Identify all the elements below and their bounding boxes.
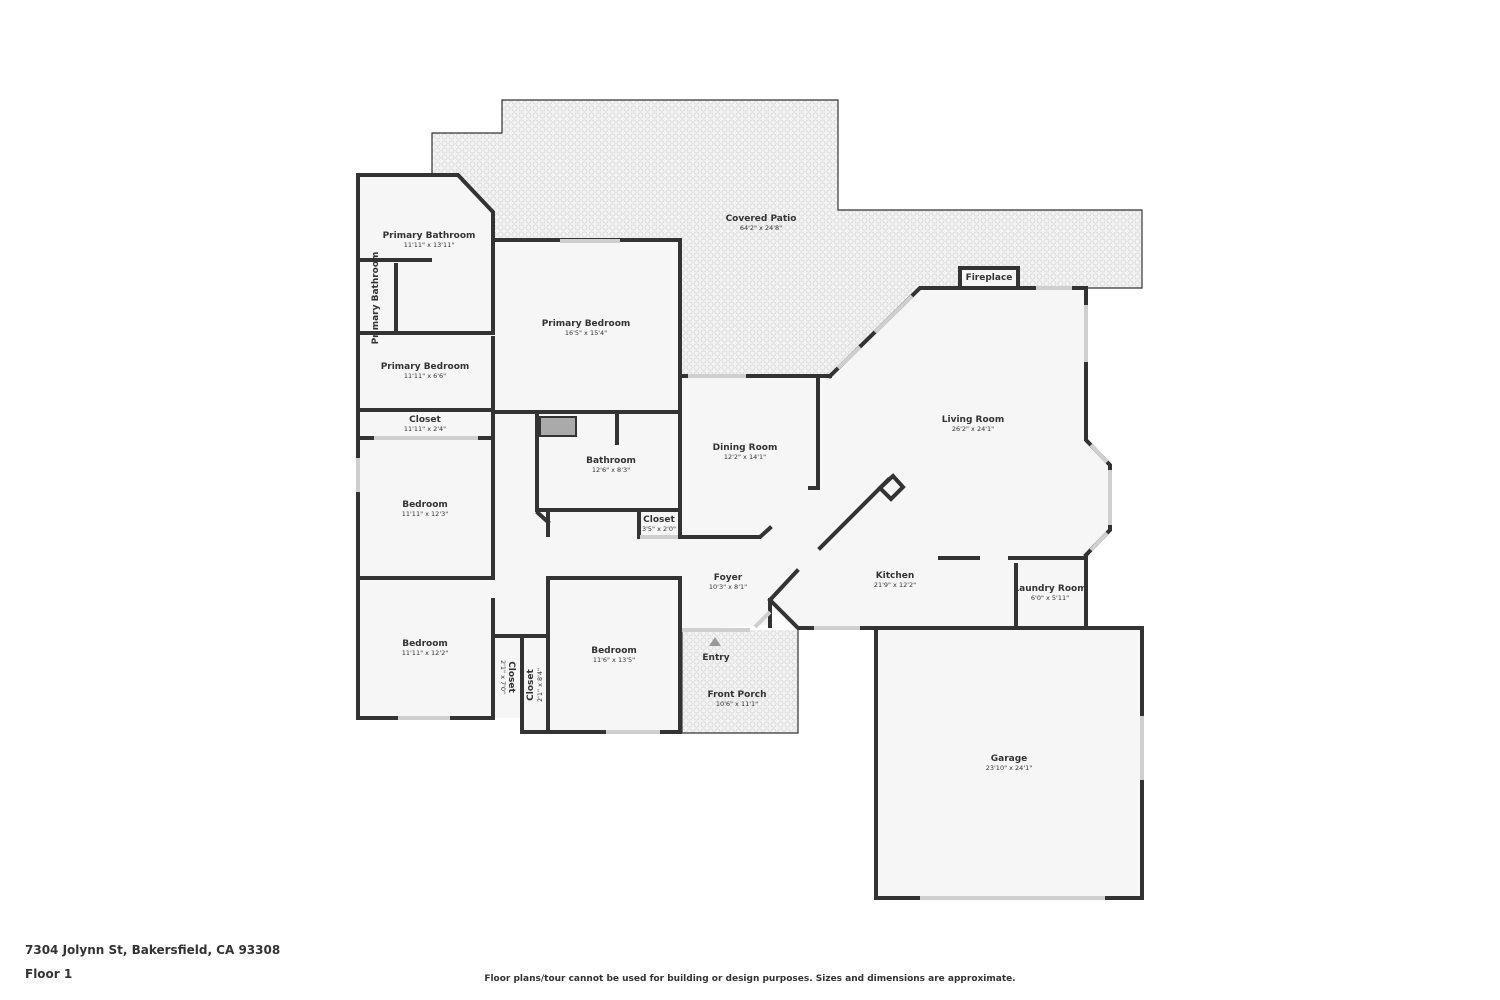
kitchen-label: Kitchen [876, 571, 915, 581]
front-porch-area [682, 630, 798, 733]
primary-bedroom-small-label: Primary Bedroom [381, 362, 470, 372]
bedroom-1-dim: 11'11" x 12'3" [402, 510, 448, 518]
entry-label: Entry [702, 653, 729, 663]
disclaimer-text: Floor plans/tour cannot be used for buil… [484, 974, 1016, 984]
closet-small-label: Closet [643, 515, 675, 525]
living-room-label: Living Room [942, 415, 1004, 425]
covered-patio-label: Covered Patio [726, 214, 797, 224]
kitchen-dim: 21'9" x 12'2" [874, 581, 916, 589]
primary-bedroom-main-label: Primary Bedroom [542, 319, 631, 329]
closet-top-label: Closet [409, 415, 441, 425]
primary-bathroom-small-label: Primary Bathroom [371, 252, 381, 345]
address-text: 7304 Jolynn St, Bakersfield, CA 93308 [25, 943, 281, 957]
bathroom-fixture [539, 416, 577, 437]
bedroom-2-dim: 11'11" x 12'2" [402, 649, 448, 657]
garage-label: Garage [991, 754, 1028, 764]
garage-dim: 23'10" x 24'1" [986, 764, 1032, 772]
bedroom-3-label: Bedroom [591, 646, 637, 656]
primary-bathroom-dim: 11'11" x 13'11" [404, 241, 455, 249]
bedroom-3-dim: 11'6" x 13'5" [593, 656, 635, 664]
closet-top-dim: 11'11" x 2'4" [404, 425, 446, 433]
laundry-room-dim: 6'0" x 5'11" [1031, 594, 1069, 602]
closet-v1-dim: 2'1" x 7'0" [499, 660, 507, 694]
bathroom-label: Bathroom [586, 456, 636, 466]
living-room-dim: 26'2" x 24'1" [952, 425, 994, 433]
foyer-dim: 10'3" x 8'1" [709, 583, 747, 591]
closet-v1-label: Closet [506, 661, 516, 693]
bathroom-dim: 12'6" x 8'3" [592, 466, 630, 474]
dining-room-dim: 12'2" x 14'1" [724, 453, 766, 461]
closet-v2-label: Closet [526, 668, 536, 700]
foyer-label: Foyer [714, 573, 743, 583]
covered-patio-dim: 64'2" x 24'8" [740, 224, 782, 232]
primary-bathroom-label: Primary Bathroom [383, 231, 476, 241]
bedroom-1-label: Bedroom [402, 500, 448, 510]
covered-patio-area [432, 100, 1142, 376]
laundry-room-label: Laundry Room [1013, 584, 1086, 594]
floor-label: Floor 1 [25, 967, 73, 981]
fireplace-label: Fireplace [966, 273, 1013, 283]
primary-bedroom-main-dim: 16'5" x 15'4" [565, 329, 607, 337]
bedroom-2-label: Bedroom [402, 639, 448, 649]
closet-v2-dim: 2'1" x 8'4" [536, 668, 544, 702]
dining-room-label: Dining Room [713, 443, 778, 453]
entry-arrow-icon [709, 637, 721, 646]
primary-bedroom-small-dim: 11'11" x 6'6" [404, 372, 446, 380]
closet-small-dim: 3'5" x 2'0" [642, 525, 676, 533]
front-porch-label: Front Porch [708, 690, 767, 700]
front-porch-dim: 10'6" x 11'1" [716, 700, 758, 708]
